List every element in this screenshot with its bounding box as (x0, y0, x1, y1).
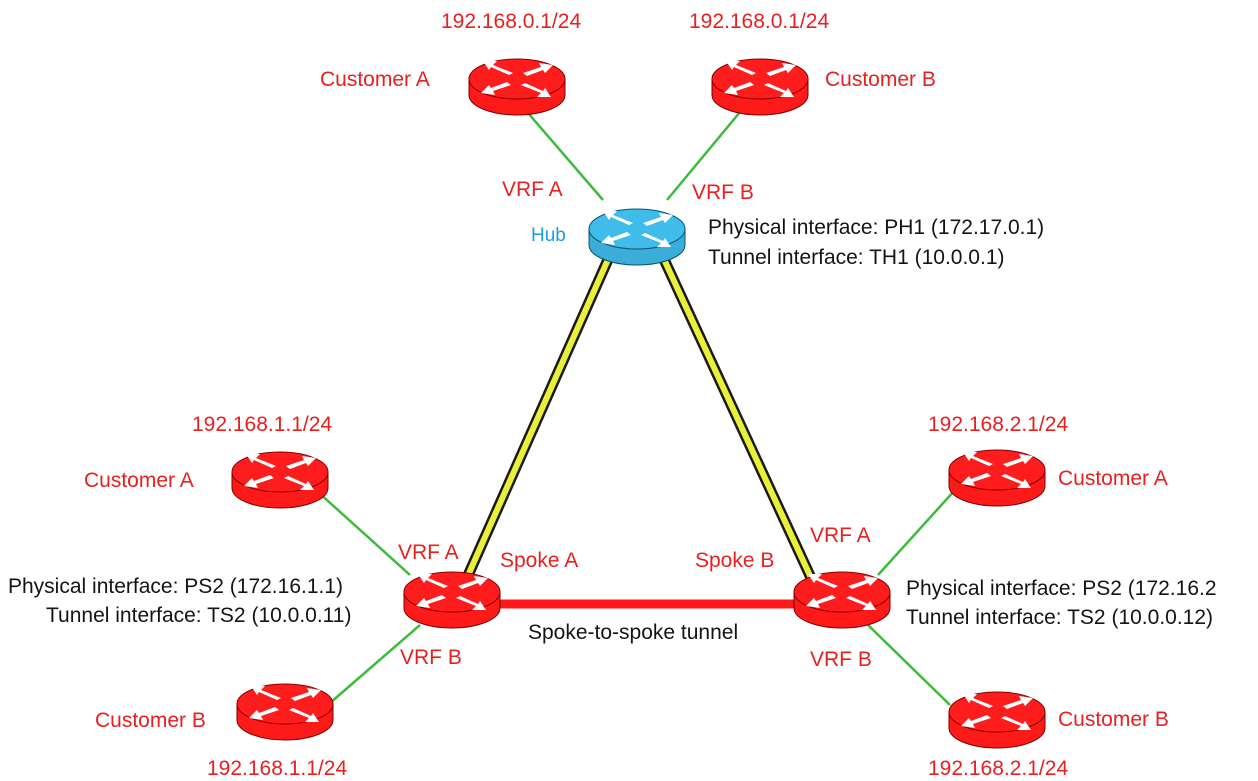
router-spoke-b[interactable] (794, 572, 890, 628)
label-right-customer-b: Customer B (1058, 708, 1169, 731)
router-icon (949, 692, 1045, 748)
spoke-b-physical-interface: Physical interface: PS2 (172.16.2 (906, 577, 1217, 600)
router-icon (712, 59, 808, 115)
subnet-top-customer-b: 192.168.0.1/24 (689, 10, 830, 33)
label-right-customer-a: Customer A (1058, 467, 1168, 490)
router-left-customer-a[interactable] (232, 452, 328, 508)
access-links (317, 105, 956, 706)
router-spoke-a[interactable] (404, 572, 500, 628)
tunnel-hub-spoke-a (463, 253, 613, 582)
spoke-b-label: Spoke B (695, 549, 775, 572)
label-top-customer-a: Customer A (320, 68, 430, 91)
tunnel-hub-spoke-b (659, 253, 815, 582)
router-icon (469, 59, 565, 115)
link-right-customer-a-spoke-b (877, 489, 956, 576)
link-top-customer-a-hub (521, 105, 604, 201)
spoke-b-vrf-b-label: VRF B (810, 648, 872, 671)
link-left-customer-a-spoke-a (317, 491, 411, 576)
router-icon (404, 572, 500, 628)
spoke-to-spoke-tunnel-label: Spoke-to-spoke tunnel (528, 621, 739, 644)
router-icon (794, 572, 890, 628)
router-icon (237, 684, 333, 740)
hub-spoke-tunnels (460, 252, 817, 583)
label-top-customer-b: Customer B (825, 68, 936, 91)
label-left-customer-b: Customer B (95, 709, 206, 732)
router-top-customer-a[interactable] (469, 59, 565, 115)
subnet-left-customer-b: 192.168.1.1/24 (207, 757, 348, 780)
spoke-a-physical-interface: Physical interface: PS2 (172.16.1.1) (8, 575, 344, 598)
router-icon (589, 209, 685, 265)
hub-tunnel-interface: Tunnel interface: TH1 (10.0.0.1) (708, 246, 1005, 269)
hub-vrf-b-label: VRF B (692, 181, 754, 204)
router-hub[interactable] (589, 209, 685, 265)
hub-label: Hub (531, 225, 566, 246)
router-right-customer-b[interactable] (949, 692, 1045, 748)
spoke-a-vrf-b-label: VRF B (400, 646, 462, 669)
subnet-top-customer-a: 192.168.0.1/24 (441, 10, 582, 33)
hub-vrf-a-label: VRF A (502, 178, 563, 201)
link-left-customer-b-spoke-a (329, 624, 421, 704)
spoke-a-vrf-a-label: VRF A (398, 541, 459, 564)
link-top-customer-b-hub (666, 105, 746, 201)
spoke-b-vrf-a-label: VRF A (810, 524, 871, 547)
spoke-b-tunnel-interface: Tunnel interface: TS2 (10.0.0.12) (906, 606, 1214, 629)
hub-physical-interface: Physical interface: PH1 (172.17.0.1) (708, 216, 1045, 239)
router-left-customer-b[interactable] (237, 684, 333, 740)
subnet-right-customer-a: 192.168.2.1/24 (928, 413, 1069, 436)
label-left-customer-a: Customer A (84, 469, 194, 492)
subnet-right-customer-b: 192.168.2.1/24 (928, 757, 1069, 780)
router-right-customer-a[interactable] (949, 450, 1045, 506)
router-icon (949, 450, 1045, 506)
spoke-a-tunnel-interface: Tunnel interface: TS2 (10.0.0.11) (46, 604, 352, 627)
subnet-left-customer-a: 192.168.1.1/24 (192, 413, 333, 436)
router-top-customer-b[interactable] (712, 59, 808, 115)
spoke-a-label: Spoke A (500, 549, 579, 572)
link-right-customer-b-spoke-b (867, 624, 951, 706)
router-icon (232, 452, 328, 508)
